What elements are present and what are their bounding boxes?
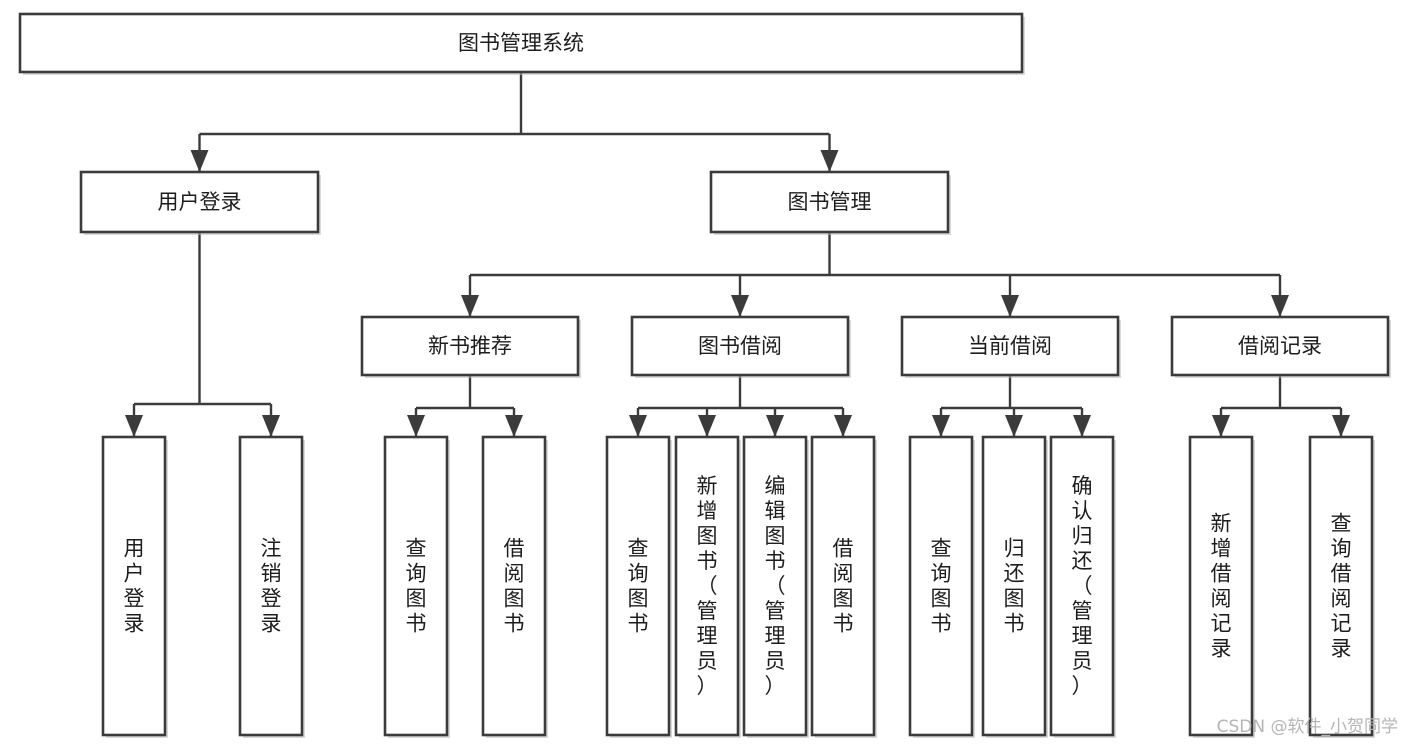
node-root[interactable]: 图书管理系统 — [18, 12, 1025, 75]
connector-group-book-management — [461, 232, 1289, 317]
connector-group-book-borrow — [629, 375, 852, 437]
arrow-head-icon — [932, 415, 950, 437]
arrow-head-icon — [629, 415, 647, 437]
connector-group-borrow-record — [1212, 375, 1350, 437]
node-rect[interactable] — [1308, 435, 1374, 737]
arrow-head-icon — [1005, 415, 1023, 437]
node-label: 借阅图书 — [504, 537, 525, 636]
node-current-borrow[interactable]: 当前借阅 — [900, 315, 1121, 378]
node-new-book-recommend[interactable]: 新书推荐 — [360, 315, 581, 378]
connector-group-user-login — [125, 232, 280, 437]
arrow-head-icon — [834, 415, 852, 437]
node-leaf-add-book[interactable]: 新增图书（管理员） — [674, 435, 741, 738]
node-label: 用户登录 — [124, 537, 145, 636]
node-rect[interactable] — [630, 315, 850, 377]
connector-group-new-book-recommend — [407, 375, 523, 437]
node-rect[interactable] — [908, 435, 974, 737]
arrow-head-icon — [766, 415, 784, 437]
node-book-management[interactable]: 图书管理 — [709, 170, 951, 235]
node-leaf-query-book-recommend[interactable]: 查询图书 — [383, 435, 450, 738]
node-rect[interactable] — [238, 435, 304, 737]
node-rect[interactable] — [101, 435, 167, 737]
node-label: 查询图书 — [628, 537, 649, 636]
node-leaf-query-book-borrow[interactable]: 查询图书 — [605, 435, 672, 738]
node-label: 查询图书 — [406, 537, 427, 636]
node-leaf-confirm-return[interactable]: 确认归还（管理员） — [1049, 435, 1116, 738]
node-leaf-query-book-current[interactable]: 查询图书 — [908, 435, 975, 738]
arrow-head-icon — [461, 295, 479, 317]
arrow-head-icon — [1332, 415, 1350, 437]
node-label: 图书借阅 — [698, 334, 782, 358]
node-rect[interactable] — [1049, 435, 1115, 737]
arrow-head-icon — [505, 415, 523, 437]
node-rect[interactable] — [79, 170, 320, 234]
node-label: 新增图书（管理员） — [697, 474, 718, 698]
arrow-head-icon — [820, 150, 839, 172]
node-label: 当前借阅 — [968, 334, 1052, 358]
node-label: 查询借阅记录 — [1331, 512, 1352, 661]
node-leaf-return-book[interactable]: 归还图书 — [981, 435, 1048, 738]
node-rect[interactable] — [709, 170, 950, 234]
connector-group-root — [190, 72, 839, 172]
node-label: 编辑图书（管理员） — [765, 474, 786, 698]
node-rect[interactable] — [810, 435, 876, 737]
arrow-head-icon — [262, 415, 280, 437]
arrow-head-icon — [698, 415, 716, 437]
node-label: 确认归还（管理员） — [1072, 474, 1093, 698]
node-rect[interactable] — [605, 435, 671, 737]
node-leaf-logout[interactable]: 注销登录 — [238, 435, 305, 738]
node-leaf-user-login[interactable]: 用户登录 — [101, 435, 168, 738]
node-label: 借阅图书 — [833, 537, 854, 636]
node-rect[interactable] — [900, 315, 1120, 377]
node-user-login[interactable]: 用户登录 — [79, 170, 321, 235]
arrow-head-icon — [1212, 415, 1230, 437]
arrow-head-icon — [731, 295, 749, 317]
node-rect[interactable] — [674, 435, 740, 737]
connector-layer — [125, 72, 1350, 437]
node-label: 图书管理系统 — [458, 31, 584, 55]
node-borrow-record[interactable]: 借阅记录 — [1170, 315, 1391, 378]
node-rect[interactable] — [360, 315, 580, 377]
node-leaf-query-borrow-record[interactable]: 查询借阅记录 — [1308, 435, 1375, 738]
node-label: 用户登录 — [158, 190, 242, 214]
arrow-head-icon — [1073, 415, 1091, 437]
node-leaf-add-borrow-record[interactable]: 新增借阅记录 — [1188, 435, 1255, 738]
node-label: 注销登录 — [261, 537, 282, 636]
connector-group-current-borrow — [932, 375, 1091, 437]
node-label: 新增借阅记录 — [1211, 512, 1232, 661]
node-rect[interactable] — [481, 435, 547, 737]
arrow-head-icon — [125, 415, 143, 437]
node-rect[interactable] — [742, 435, 808, 737]
node-label: 归还图书 — [1004, 537, 1025, 636]
node-leaf-edit-book[interactable]: 编辑图书（管理员） — [742, 435, 809, 738]
arrow-head-icon — [407, 415, 425, 437]
node-rect[interactable] — [18, 12, 1024, 74]
arrow-head-icon — [1001, 295, 1019, 317]
node-rect[interactable] — [383, 435, 449, 737]
node-leaf-borrow-book[interactable]: 借阅图书 — [810, 435, 877, 738]
node-label: 借阅记录 — [1238, 334, 1322, 358]
node-label: 图书管理 — [788, 190, 872, 214]
node-rect[interactable] — [1170, 315, 1390, 377]
node-rect[interactable] — [1188, 435, 1254, 737]
arrow-head-icon — [1271, 295, 1289, 317]
node-rect[interactable] — [981, 435, 1047, 737]
node-book-borrow[interactable]: 图书借阅 — [630, 315, 851, 378]
node-leaf-borrow-book-recommend[interactable]: 借阅图书 — [481, 435, 548, 738]
node-label: 查询图书 — [931, 537, 952, 636]
watermark-label: CSDN @软件_小贺同学 — [1217, 717, 1398, 737]
node-layer: 图书管理系统用户登录图书管理新书推荐图书借阅当前借阅借阅记录用户登录注销登录查询… — [18, 12, 1391, 738]
arrow-head-icon — [190, 150, 209, 172]
node-label: 新书推荐 — [428, 334, 512, 358]
